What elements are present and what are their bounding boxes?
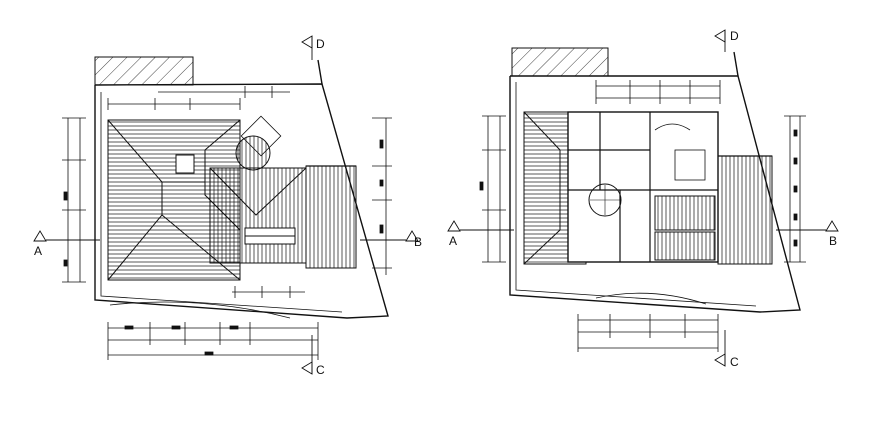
- section-label-b: B: [829, 234, 837, 248]
- section-marker-b: [360, 230, 419, 242]
- section-marker-a: [33, 230, 100, 242]
- site-boundary: [94, 83, 389, 319]
- spiral-stair: [588, 183, 622, 217]
- section-label-d: D: [316, 37, 325, 51]
- section-label-b: B: [414, 235, 422, 249]
- roof-plan: [33, 35, 419, 375]
- lower-roof-patch: [654, 231, 716, 261]
- neighbor-hatch-block: [511, 47, 609, 77]
- section-marker-d: [714, 29, 726, 52]
- neighbor-hatch-block: [94, 56, 194, 86]
- section-label-c: C: [316, 363, 325, 377]
- site-boundary: [509, 75, 801, 313]
- section-marker-d: [301, 35, 313, 60]
- section-label-d: D: [730, 29, 739, 43]
- section-label-a: A: [449, 234, 457, 248]
- section-marker-c: [301, 335, 313, 375]
- section-label-c: C: [730, 355, 739, 369]
- turret-roof: [235, 135, 271, 171]
- section-label-a: A: [34, 244, 42, 258]
- section-marker-a: [447, 220, 514, 232]
- inner-roof-patch: [654, 195, 716, 231]
- right-wing-roof: [717, 155, 773, 265]
- middle-roof: [209, 167, 307, 264]
- right-wing-roof: [305, 165, 357, 269]
- section-marker-c: [714, 330, 726, 367]
- section-marker-b: [776, 220, 839, 232]
- floor-plan: [447, 29, 839, 367]
